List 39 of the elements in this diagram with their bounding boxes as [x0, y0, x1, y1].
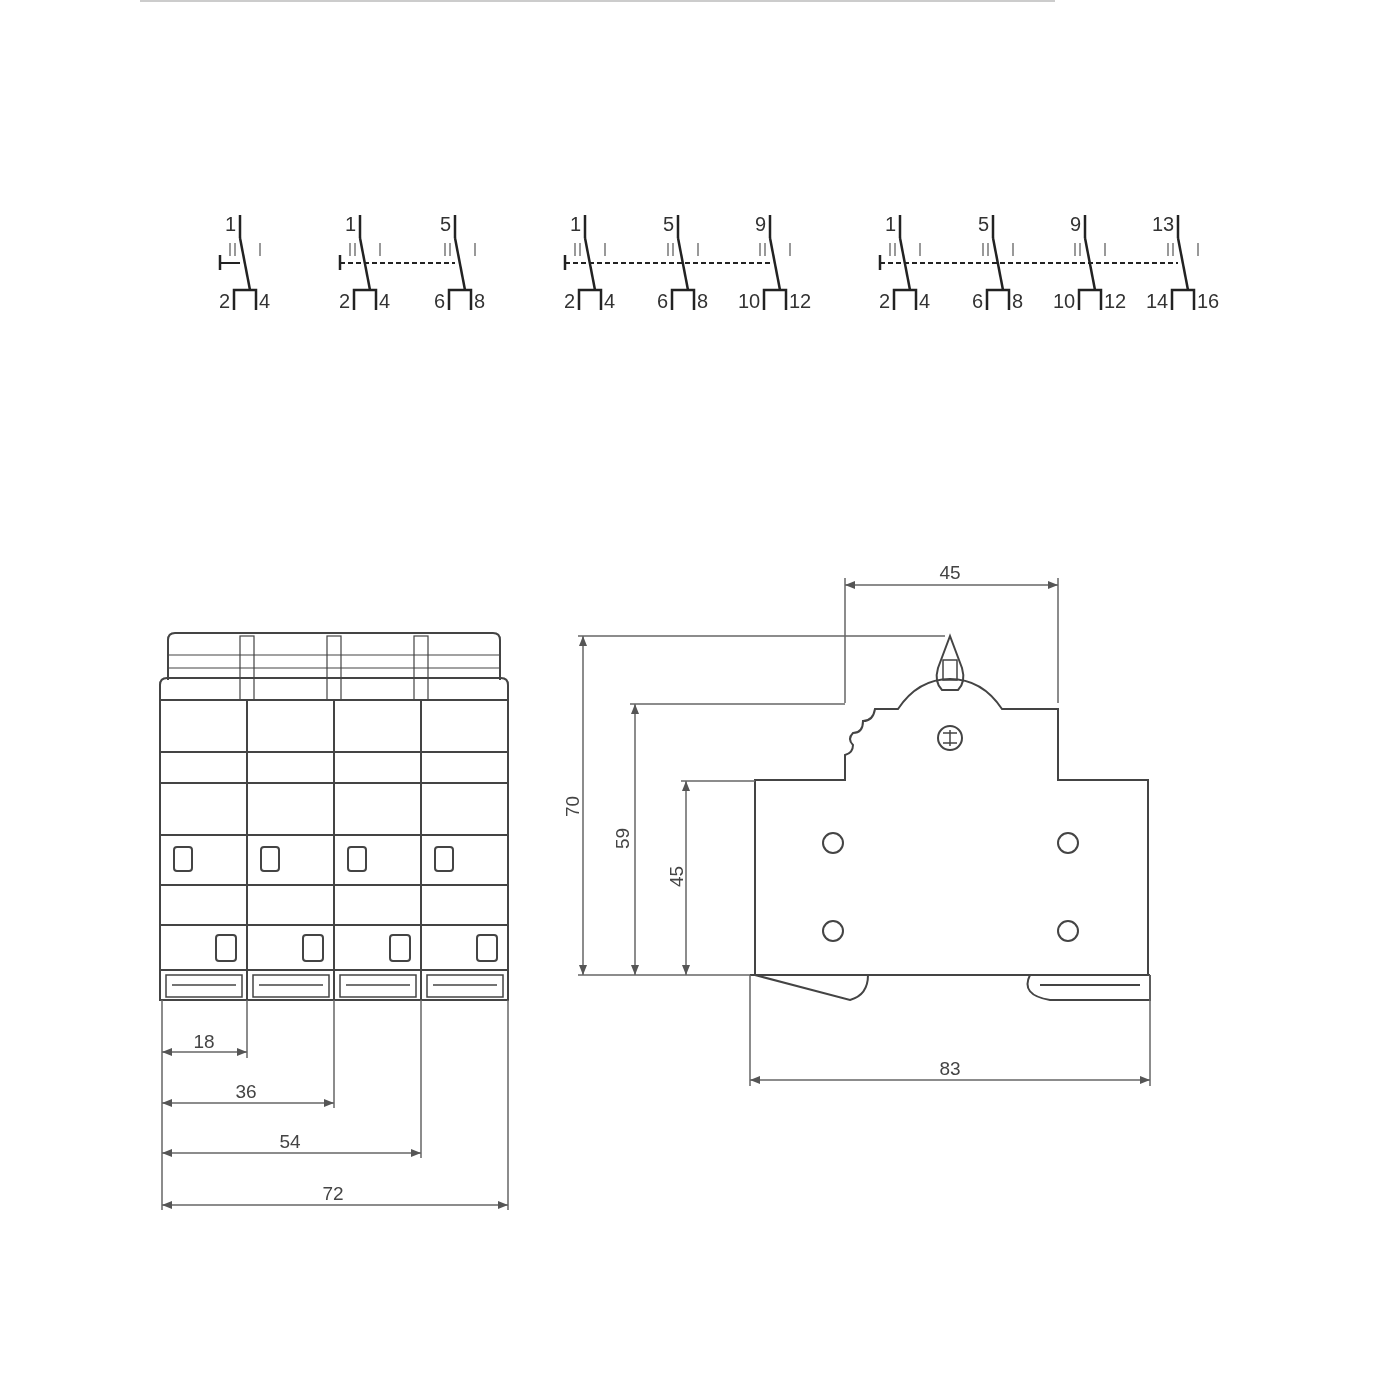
terminal-number: 4	[604, 291, 616, 311]
terminal-number: 6	[434, 291, 446, 311]
terminal-number: 10	[1053, 291, 1076, 311]
terminal-number: 2	[219, 291, 231, 311]
terminal-number: 9	[755, 214, 767, 234]
terminal-number: 5	[440, 214, 452, 234]
terminal-number: 4	[919, 291, 931, 311]
terminal-number: 4	[379, 291, 391, 311]
terminal-number: 6	[657, 291, 669, 311]
dimension-value: 83	[939, 1058, 961, 1078]
terminal-number: 10	[738, 291, 761, 311]
dimension-value: 36	[235, 1081, 257, 1101]
terminal-number: 1	[570, 214, 582, 234]
terminal-number: 6	[972, 291, 984, 311]
terminal-number: 8	[697, 291, 709, 311]
terminal-number: 16	[1197, 291, 1220, 311]
terminal-number: 1	[345, 214, 357, 234]
terminal-number: 1	[225, 214, 237, 234]
terminal-number: 8	[474, 291, 486, 311]
dimension-value: 18	[193, 1031, 215, 1051]
dimension-value: 59	[612, 827, 632, 849]
terminal-number: 4	[259, 291, 271, 311]
terminal-number: 8	[1012, 291, 1024, 311]
terminal-number: 1	[885, 214, 897, 234]
terminal-number: 2	[564, 291, 576, 311]
terminal-number: 9	[1070, 214, 1082, 234]
terminal-number: 12	[1104, 291, 1127, 311]
dimension-value: 45	[666, 865, 686, 887]
terminal-number: 14	[1146, 291, 1169, 311]
terminal-number: 12	[789, 291, 812, 311]
dimension-value: 72	[322, 1183, 344, 1203]
terminal-number: 5	[663, 214, 675, 234]
dimension-value: 45	[939, 562, 961, 582]
terminal-number: 2	[879, 291, 891, 311]
terminal-number: 5	[978, 214, 990, 234]
dimension-value: 54	[279, 1131, 301, 1151]
terminal-number: 2	[339, 291, 351, 311]
terminal-number: 13	[1152, 214, 1175, 234]
dimension-value: 70	[562, 795, 582, 817]
